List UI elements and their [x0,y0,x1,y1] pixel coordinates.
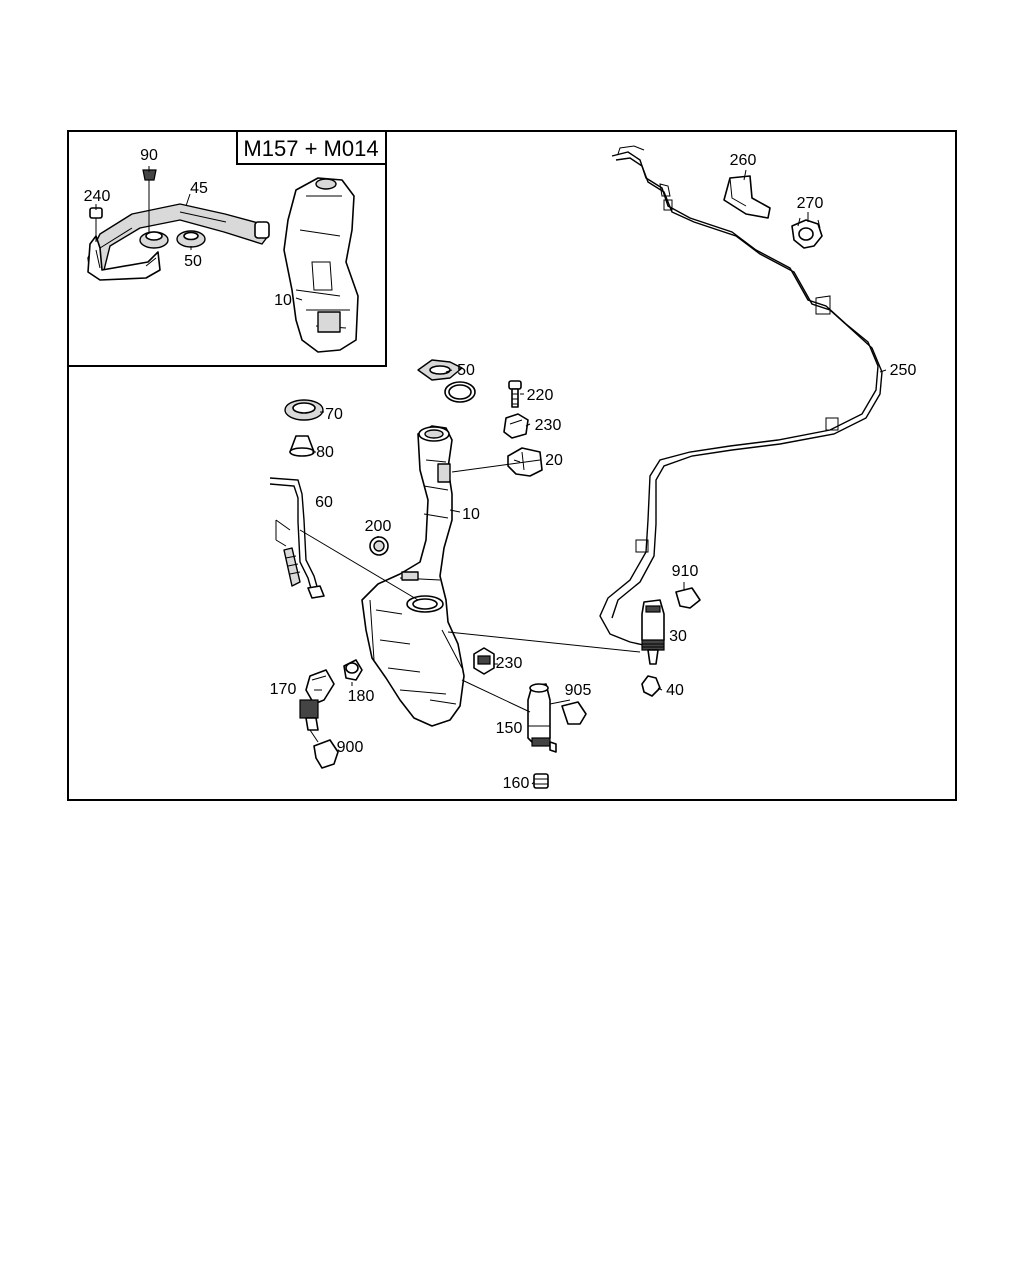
callout-50-inset: 50 [184,253,202,270]
callout-40: 40 [666,682,684,699]
callout-250: 250 [890,362,917,379]
pipe-60 [269,477,325,599]
clip-270 [791,217,823,249]
callout-170: 170 [270,681,297,698]
callout-160: 160 [503,775,530,792]
inset-hose-45 [87,203,270,273]
callout-50: 50 [457,362,475,379]
callout-80: 80 [316,444,334,461]
callout-10: 10 [462,506,480,523]
seal-200 [369,536,389,556]
inset-title-box [236,130,387,165]
callout-270: 270 [797,195,824,212]
nut-230-top [503,413,529,439]
inset-grommet [139,231,169,249]
sensor-170 [299,669,335,731]
pump-30 [641,599,665,665]
diagram-frame [67,130,957,801]
grommet-40 [641,675,661,697]
callout-240: 240 [84,188,111,205]
connector-900 [313,739,339,769]
callout-60: 60 [315,494,333,511]
callout-45: 45 [190,180,208,197]
callout-30: 30 [669,628,687,645]
callout-900: 900 [337,739,364,756]
inset-frame [68,131,387,367]
cap-70 [284,399,324,421]
bolt-220 [508,380,522,408]
callout-220: 220 [527,387,554,404]
callout-10-inset: 10 [274,292,292,309]
inset-tank-10 [283,177,359,353]
inset-seal-50 [176,230,206,248]
inset-bracket [87,235,161,281]
tank-10 [361,425,465,727]
grommet-80 [289,435,315,457]
callout-90: 90 [140,147,158,164]
callout-200: 200 [365,518,392,535]
filter-160 [533,773,549,789]
callout-260: 260 [730,152,757,169]
filler-cap-50 [417,359,476,403]
plug-910 [675,587,701,609]
callout-910: 910 [672,563,699,580]
callout-20: 20 [545,452,563,469]
inset-title: M157 + M014 [243,136,378,161]
callout-180: 180 [348,688,375,705]
callout-230-top: 230 [535,417,562,434]
inset-bolt-90 [142,169,157,232]
inset-screw-240 [89,207,103,242]
nut-230-mid [473,647,495,675]
clip-260 [723,175,771,219]
connector-905 [561,701,587,725]
pump-150 [527,683,557,753]
callout-230-mid: 230 [496,655,523,672]
leader-lines [95,166,887,785]
harness-250 [599,145,883,647]
plug-180 [343,659,363,681]
callout-150: 150 [496,720,523,737]
callout-70: 70 [325,406,343,423]
callout-905: 905 [565,682,592,699]
